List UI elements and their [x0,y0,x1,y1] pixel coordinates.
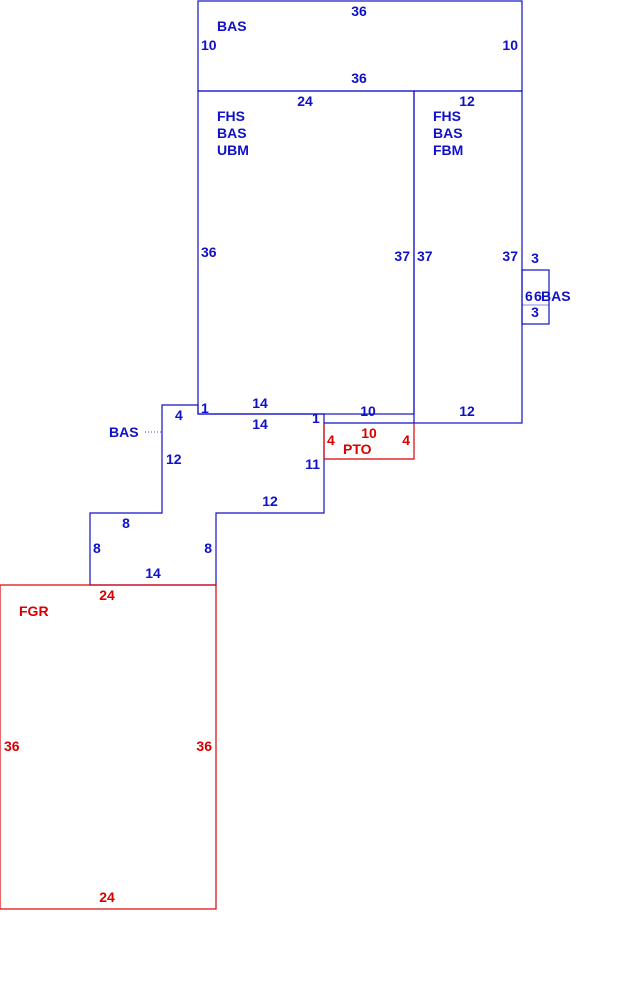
dim-top-left-side: 10 [201,37,217,53]
dim-mid-14: 14 [252,416,268,432]
dim-right-main-right: 37 [502,248,518,264]
right-main-code-3: FBM [433,142,463,158]
dim-bay-top: 3 [531,250,539,266]
secondary-outline [0,423,415,910]
main-structure-outline [89,0,550,586]
dim-bay-bottom: 3 [531,304,539,320]
patio-code: PTO [343,441,372,457]
dim-left-main-left: 36 [201,244,217,260]
bay-outline [521,269,550,325]
dim-step-4: 4 [175,407,183,423]
dim-garage-right: 36 [196,738,212,754]
dim-lower-8-left: 8 [93,540,101,556]
dim-top-right-side: 10 [502,37,518,53]
dim-step-1-right: 1 [312,410,320,426]
dim-left-main-top: 24 [297,93,313,109]
dim-right-main-bottom: 12 [459,403,475,419]
dim-garage-bottom: 24 [99,889,115,905]
right-main-code-1: FHS [433,108,461,124]
dim-left-main-right: 37 [394,248,410,264]
dim-right-main-top: 12 [459,93,475,109]
garage-code: FGR [19,603,49,619]
dim-stair-bottom-12: 12 [262,493,278,509]
stair-bas-code: BAS [109,424,139,440]
dim-garage-top: 24 [99,587,115,603]
left-main-code-1: FHS [217,108,245,124]
dim-bay-right: 6 [534,288,542,304]
dim-left-main-bottom: 14 [252,395,268,411]
dim-lower-8-right: 8 [204,540,212,556]
dim-patio-top: 10 [361,425,377,441]
dim-top-width-bottom: 36 [351,70,367,86]
dim-garage-left: 36 [4,738,20,754]
left-main-code-3: UBM [217,142,249,158]
dim-stair-12: 12 [166,451,182,467]
right-main-outline [413,90,523,424]
dim-step-1-left: 1 [201,400,209,416]
top-bas-code: BAS [217,18,247,34]
dim-bay-left: 6 [525,288,533,304]
bay-code: BAS [541,288,571,304]
right-main-code-2: BAS [433,125,463,141]
patio-outline [323,423,415,460]
dim-lower-8-top: 8 [122,515,130,531]
dim-lower-14: 14 [145,565,161,581]
left-main-code-2: BAS [217,125,247,141]
dim-patio-right: 4 [402,432,410,448]
dim-top-width-top: 36 [351,3,367,19]
dim-right-main-left: 37 [417,248,433,264]
garage-outline [0,584,217,910]
dim-stair-11: 11 [305,456,320,472]
dim-mid-10: 10 [360,403,376,419]
dim-patio-left: 4 [327,432,335,448]
